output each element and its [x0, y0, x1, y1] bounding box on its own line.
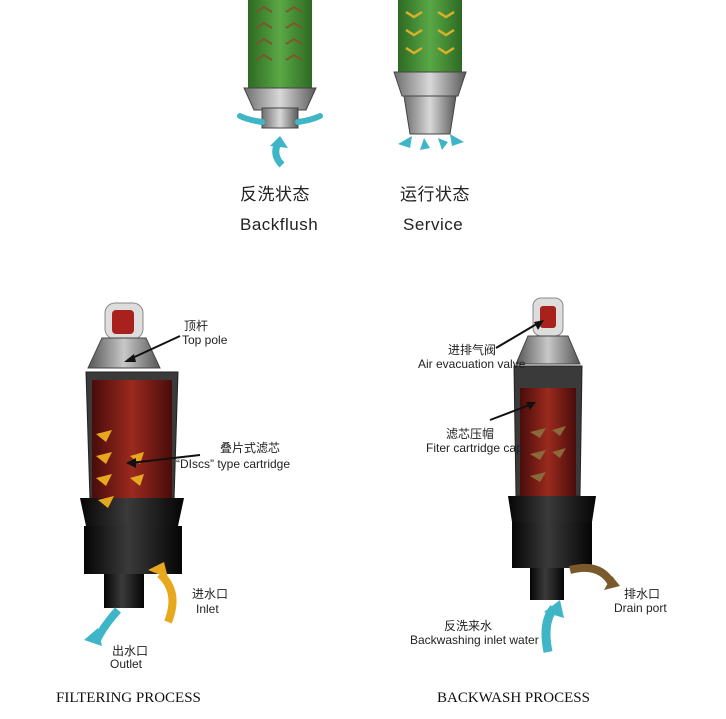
cap-label-zh: 滤芯压帽 — [446, 427, 495, 441]
air-valve-label-zh: 进排气阀 — [448, 343, 497, 357]
top-pole-label-en: Top pole — [182, 333, 228, 347]
outlet-label-en: Outlet — [110, 657, 143, 671]
service-label-zh: 运行状态 — [400, 185, 470, 204]
inlet-label-en: Inlet — [196, 602, 219, 616]
cartridge-label-zh: 叠片式滤芯 — [220, 441, 281, 455]
drain-label-zh: 排水口 — [624, 587, 661, 601]
backwash-housing — [489, 297, 620, 653]
outlet-label-zh: 出水口 — [112, 644, 149, 658]
backflush-label-en: Backflush — [240, 215, 319, 234]
cartridge-label-en: “DIscs” type cartridge — [176, 457, 291, 471]
drain-label-en: Drain port — [614, 601, 667, 615]
backflush-label-zh: 反洗状态 — [240, 185, 310, 204]
backwash-inlet-label-en: Backwashing inlet water — [410, 633, 539, 647]
backflush-illustration — [237, 0, 323, 168]
service-label-en: Service — [403, 215, 464, 234]
filtering-process-caption: FILTERING PROCESS — [56, 690, 201, 706]
backwash-process-caption: BACKWASH PROCESS — [437, 690, 590, 706]
inlet-label-zh: 进水口 — [192, 587, 229, 601]
top-pole-label-zh: 顶杆 — [184, 319, 209, 333]
filtering-housing — [80, 302, 201, 646]
air-valve-label-en: Air evacuation valve — [418, 357, 526, 371]
cap-label-en: Fiter cartridge cap — [426, 441, 523, 455]
service-illustration — [393, 0, 467, 150]
backwash-inlet-label-zh: 反洗来水 — [444, 619, 493, 633]
